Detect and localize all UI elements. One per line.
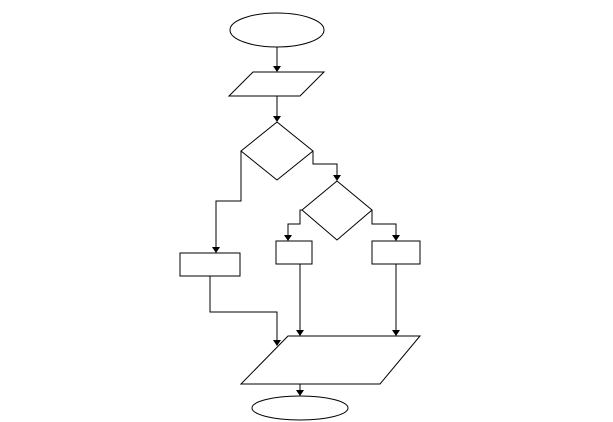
arrowhead-end [296, 390, 304, 396]
process-box-left [179, 252, 241, 277]
edge-decision-1-to-process-left [215, 151, 242, 247]
edge-decision-1-to-decision-2 [312, 151, 338, 175]
edge-process-left-to-output [209, 276, 278, 340]
arrowhead-output-middle [296, 330, 304, 336]
arrowhead-process-left [212, 247, 220, 253]
decision-diamond-2 [301, 180, 373, 241]
output-parallelogram [239, 335, 422, 385]
start-terminator [229, 12, 325, 48]
arrowhead-decision-2 [333, 175, 341, 181]
edge-decision-2-to-process-middle [287, 209, 302, 235]
arrowhead-decision-1 [273, 116, 281, 122]
end-terminator [251, 395, 349, 421]
arrowhead-output-left [273, 340, 281, 346]
arrowhead-input [273, 66, 281, 72]
process-box-middle [275, 240, 313, 265]
decision-diamond-1 [240, 121, 314, 181]
edge-decision-2-to-process-right [371, 210, 397, 235]
arrowhead-process-middle [284, 235, 292, 241]
process-box-right [371, 240, 421, 265]
arrowhead-output-right [392, 330, 400, 336]
arrowhead-process-right [392, 235, 400, 241]
input-parallelogram [227, 71, 326, 97]
